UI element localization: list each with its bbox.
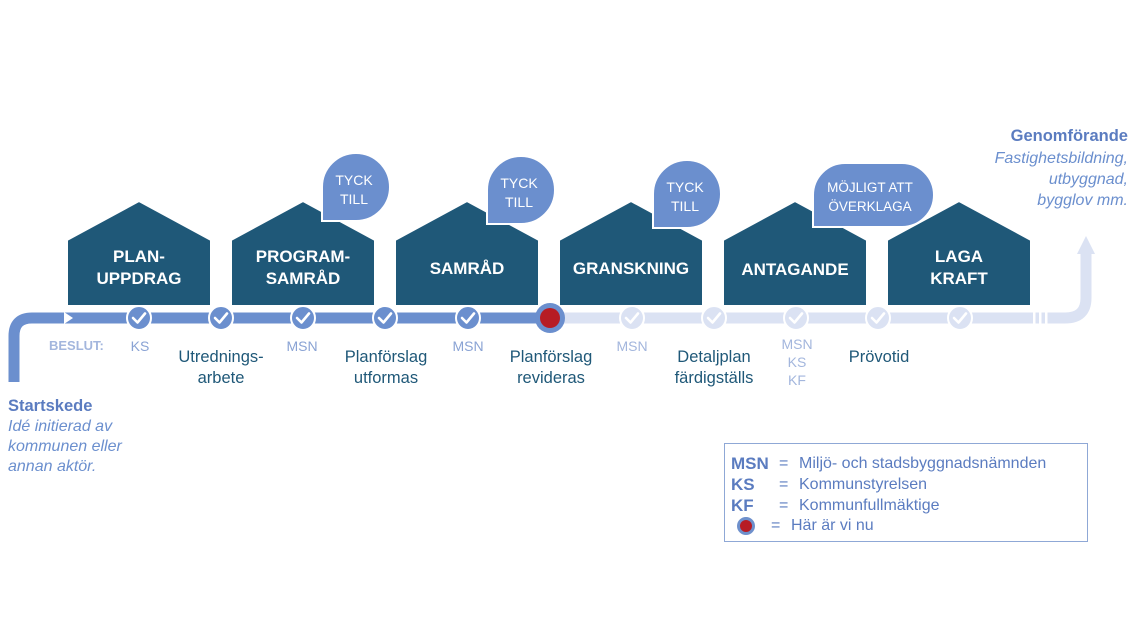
step-label-line1: Planförslag bbox=[345, 348, 428, 366]
legend-equals: = bbox=[779, 497, 789, 514]
check-icon bbox=[295, 312, 311, 324]
legend-abbr: MSN bbox=[731, 454, 769, 473]
current-position-icon bbox=[737, 517, 755, 535]
check-icon bbox=[460, 312, 476, 324]
end-title: Genomförande bbox=[1011, 127, 1128, 145]
timeline-inactive bbox=[550, 252, 1092, 324]
checkpoint-1 bbox=[126, 305, 152, 331]
house-plan-uppdrag: PLAN- UPPDRAG bbox=[66, 199, 212, 307]
house-label-line2: UPPDRAG bbox=[96, 269, 181, 288]
bubble-label-line2: TILL bbox=[505, 194, 533, 210]
legend-row-current: = Här är vi nu bbox=[731, 516, 874, 536]
check-icon bbox=[788, 312, 804, 324]
legend-equals: = bbox=[779, 476, 789, 493]
house-label-line1: PLAN- bbox=[113, 247, 165, 266]
checkpoint-9 bbox=[865, 305, 891, 331]
bubble-tyck-till-1: TYCK TILL bbox=[321, 151, 391, 222]
decision-body: MSN bbox=[616, 338, 647, 354]
bubble-label-line1: TYCK bbox=[500, 175, 538, 191]
checkpoint-8 bbox=[783, 305, 809, 331]
house-programsamrad: PROGRAM- SAMRÅD bbox=[230, 199, 376, 307]
check-icon bbox=[706, 312, 722, 324]
legend-text: Kommunstyrelsen bbox=[799, 476, 928, 493]
check-icon bbox=[624, 312, 640, 324]
bubble-label-line1: MÖJLIGT ATT bbox=[827, 180, 913, 195]
bubble-tyck-till-2: TYCK TILL bbox=[486, 154, 556, 225]
house-label-line2: SAMRÅD bbox=[266, 269, 341, 288]
timeline-start-arrow bbox=[64, 312, 73, 324]
house-label-line1: LAGA bbox=[935, 247, 983, 266]
beslut-label: BESLUT: bbox=[49, 338, 104, 353]
legend-abbr: KS bbox=[731, 475, 755, 494]
end-desc-line: bygglov mm. bbox=[1037, 192, 1128, 209]
timeline-end-arrow bbox=[1077, 236, 1095, 254]
legend-text: Miljö- och stadsbyggnadsnämnden bbox=[799, 455, 1047, 472]
house-label-line1: GRANSKNING bbox=[573, 259, 689, 278]
legend-row-kf: KF = Kommunfullmäktige bbox=[731, 496, 940, 516]
bubble-label-line2: TILL bbox=[671, 198, 699, 214]
bubble-mojligt-att-overklaga: MÖJLIGT ATT ÖVERKLAGA bbox=[812, 162, 935, 228]
legend-abbr: KF bbox=[731, 496, 754, 515]
end-desc-line: utbyggnad, bbox=[1049, 171, 1128, 188]
checkpoint-7 bbox=[701, 305, 727, 331]
step-label-line1: Planförslag bbox=[510, 348, 593, 366]
checkpoint-3 bbox=[290, 305, 316, 331]
legend-text: Kommunfullmäktige bbox=[799, 497, 940, 514]
decision-body: MSN bbox=[452, 338, 483, 354]
house-label-line1: PROGRAM- bbox=[256, 247, 350, 266]
check-icon bbox=[870, 312, 886, 324]
step-label-line1: Prövotid bbox=[849, 348, 910, 366]
legend: MSN = Miljö- och stadsbyggnadsnämnden KS… bbox=[724, 443, 1088, 542]
decision-body: MSN bbox=[286, 338, 317, 354]
current-position-marker bbox=[535, 303, 565, 333]
start-desc-line: kommunen eller bbox=[8, 438, 123, 455]
checkpoint-6 bbox=[619, 305, 645, 331]
step-label-line2: arbete bbox=[198, 369, 245, 387]
house-samrad: SAMRÅD bbox=[394, 199, 540, 307]
timeline-active bbox=[8, 312, 550, 382]
decision-body: KF bbox=[788, 372, 806, 388]
legend-text: Här är vi nu bbox=[791, 517, 874, 534]
end-desc-line: Fastighetsbildning, bbox=[995, 150, 1128, 167]
bubble-label-line1: TYCK bbox=[666, 179, 704, 195]
check-icon bbox=[952, 312, 968, 324]
house-laga-kraft: LAGA KRAFT bbox=[886, 199, 1032, 307]
decision-body: KS bbox=[788, 354, 807, 370]
house-label-line1: ANTAGANDE bbox=[741, 260, 848, 279]
start-title: Startskede bbox=[8, 397, 92, 415]
bubble-tyck-till-3: TYCK TILL bbox=[652, 158, 722, 229]
step-label-line1: Utrednings- bbox=[178, 348, 263, 366]
bubble-label-line1: TYCK bbox=[335, 172, 373, 188]
legend-row-ks: KS = Kommunstyrelsen bbox=[731, 475, 927, 495]
check-icon bbox=[213, 312, 229, 324]
legend-equals: = bbox=[779, 455, 789, 472]
legend-row-msn: MSN = Miljö- och stadsbyggnadsnämnden bbox=[731, 454, 1046, 474]
decision-body: MSN bbox=[781, 336, 812, 352]
checkpoint-10 bbox=[947, 305, 973, 331]
checkpoint-2 bbox=[208, 305, 234, 331]
timeline-end-ticks bbox=[1033, 312, 1048, 324]
checkpoint-4 bbox=[372, 305, 398, 331]
checkpoint-5 bbox=[455, 305, 481, 331]
house-label-line1: SAMRÅD bbox=[430, 259, 505, 278]
step-label-line1: Detaljplan bbox=[677, 348, 750, 366]
decision-body: KS bbox=[131, 338, 150, 354]
step-label-line2: utformas bbox=[354, 369, 418, 387]
check-icon bbox=[131, 312, 147, 324]
step-label-line2: färdigställs bbox=[675, 369, 754, 387]
step-label-line2: revideras bbox=[517, 369, 585, 387]
check-icon bbox=[377, 312, 393, 324]
bubble-label-line2: TILL bbox=[340, 191, 368, 207]
start-desc-line: Idé initierad av bbox=[8, 418, 113, 435]
house-label-line2: KRAFT bbox=[930, 269, 988, 288]
bubble-label-line2: ÖVERKLAGA bbox=[828, 199, 911, 214]
legend-equals: = bbox=[771, 517, 781, 534]
start-desc-line: annan aktör. bbox=[8, 458, 96, 475]
